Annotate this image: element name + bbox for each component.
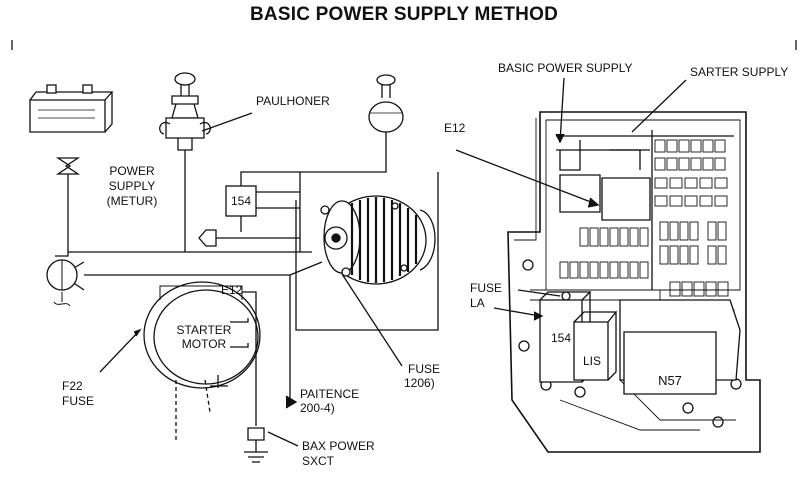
power-supply-label-line2: SUPPLY xyxy=(108,179,156,193)
fuse-pointer xyxy=(517,289,561,297)
e12-left-label: E12 xyxy=(221,283,243,297)
alternator-icon xyxy=(320,195,436,285)
starter-ground-line xyxy=(242,291,257,426)
alternator-loop xyxy=(295,172,439,331)
bax-power-label-line1: BAX POWER xyxy=(302,439,375,453)
fuse-la-label-line1: FUSE xyxy=(470,281,503,295)
relay-154-wires xyxy=(240,170,387,232)
la-pointer xyxy=(493,307,541,317)
paitence-arrow xyxy=(285,395,298,409)
relay-154-box-label: 154 xyxy=(550,331,572,345)
battery-icon xyxy=(29,84,114,133)
ground-icon xyxy=(244,427,268,463)
basic-power-supply-label: BASIC POWER SUPPLY xyxy=(498,61,633,75)
warning-lamp-icon xyxy=(368,74,404,133)
relay-lis-on-box xyxy=(573,321,609,381)
paulhoner-label: PAULHONER xyxy=(256,94,330,108)
fuse-1206-label-line2: 1206) xyxy=(404,376,435,390)
alternator-terminals xyxy=(289,251,323,276)
basic-power-supply-pointer xyxy=(559,77,565,143)
paulhoner-switch-icon xyxy=(159,72,211,151)
module-n57-label: N57 xyxy=(658,373,682,388)
starter-motor-label-line2: MOTOR xyxy=(181,337,227,351)
relay-154-label: 154 xyxy=(230,194,252,208)
sarter-supply-label: SARTER SUPPLY xyxy=(690,65,789,79)
fusible-link-icon xyxy=(55,157,81,175)
power-supply-label-line3: (METUR) xyxy=(106,194,158,208)
e12-right-pointer xyxy=(455,149,597,205)
e12-right-label: E12 xyxy=(444,121,466,135)
f22-fuse-pointer xyxy=(99,329,141,373)
bax-power-label-line2: SXCT xyxy=(302,454,335,468)
power-supply-label-line1: POWER xyxy=(109,164,155,178)
fuse-1206-pointer xyxy=(341,273,403,367)
starter-motor-label-line1: STARTER xyxy=(176,323,232,337)
sensor-plug-icon xyxy=(198,229,217,247)
sarter-supply-pointer xyxy=(631,79,687,133)
starter-motor-icon xyxy=(143,281,261,440)
paitence-label-line2: 200-4) xyxy=(300,401,335,415)
paitence-line xyxy=(289,275,296,403)
fuse-la-label-line2: LA xyxy=(470,296,485,310)
f22-fuse-label-line1: F22 xyxy=(62,379,83,393)
page-title: BASIC POWER SUPPLY METHOD xyxy=(250,4,558,25)
starter-terminals xyxy=(230,318,249,348)
f22-fuse-label-line2: FUSE xyxy=(62,394,95,408)
fuse-1206-label-line1: FUSE xyxy=(408,362,441,376)
paulhoner-pointer xyxy=(201,112,253,132)
ammeter-icon xyxy=(46,259,78,307)
relay-lis-label: LIS xyxy=(582,354,601,368)
module-n57-on-box xyxy=(623,331,717,395)
fuse-box-icon xyxy=(507,111,761,453)
paitence-label-line1: PAITENCE xyxy=(300,387,360,401)
bus-vertical-left xyxy=(55,174,69,257)
bax-power-pointer xyxy=(267,431,299,447)
